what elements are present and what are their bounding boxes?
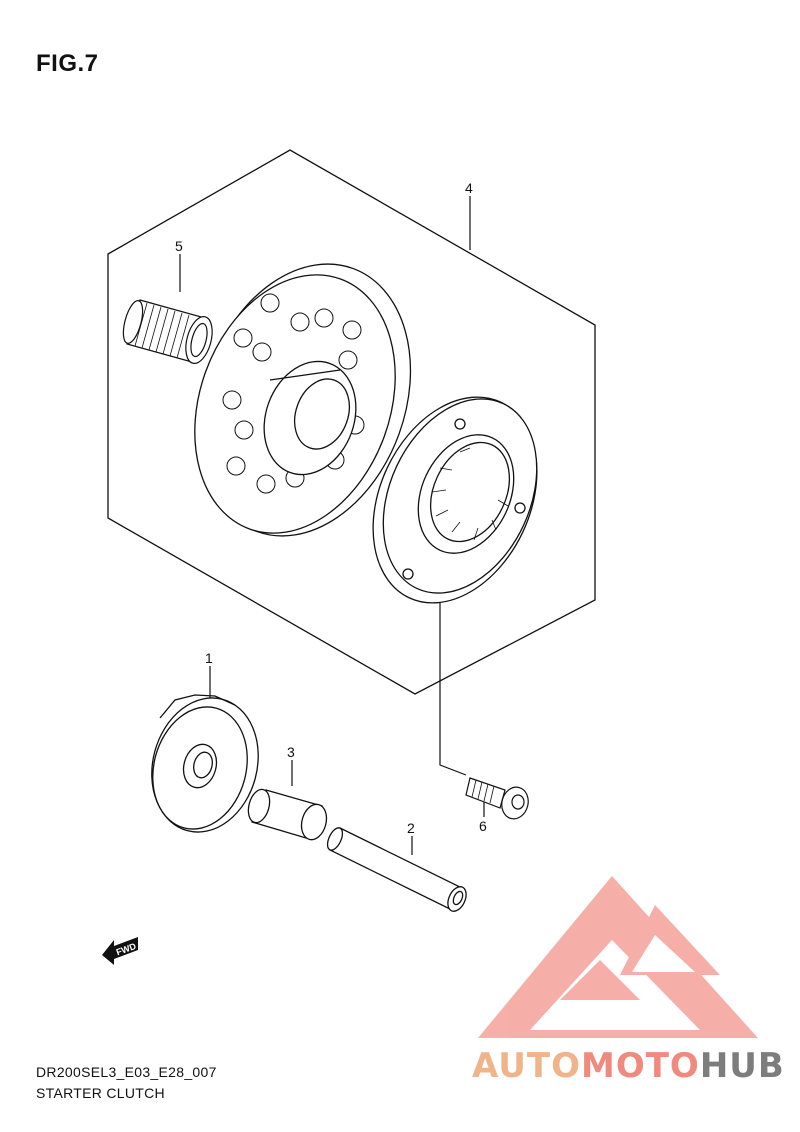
leader-lines — [179, 196, 485, 855]
needle-bearing-part-5 — [122, 299, 213, 364]
spacer-part-3 — [247, 788, 328, 841]
brand-part-hub: HUB — [699, 1046, 785, 1086]
callout-6: 6 — [479, 818, 487, 834]
watermark-brand: AUTOMOTOHUB — [472, 1046, 785, 1086]
idle-gear-part-1 — [151, 694, 259, 833]
callout-3: 3 — [287, 744, 295, 760]
shaft-part-2 — [326, 827, 467, 912]
brand-part-moto: MOTO — [580, 1046, 700, 1086]
fwd-arrow-icon: FWD — [102, 937, 138, 965]
callout-5: 5 — [175, 238, 183, 254]
assembly-outline — [107, 149, 596, 695]
diagram-subtitle: STARTER CLUTCH — [36, 1085, 165, 1101]
callout-2: 2 — [407, 820, 415, 836]
svg-text:FWD: FWD — [115, 941, 138, 958]
figure-title: FIG.7 — [36, 50, 99, 77]
callout-1: 1 — [205, 650, 213, 666]
starter-driven-gear — [194, 263, 412, 537]
brand-part-auto: AUTO — [472, 1046, 581, 1086]
diagram-code: DR200SEL3_E03_E28_007 — [36, 1064, 217, 1080]
one-way-clutch — [372, 396, 538, 604]
bolt-part-6 — [465, 777, 529, 820]
watermark-logo — [478, 876, 758, 1038]
callout-4: 4 — [465, 180, 473, 196]
